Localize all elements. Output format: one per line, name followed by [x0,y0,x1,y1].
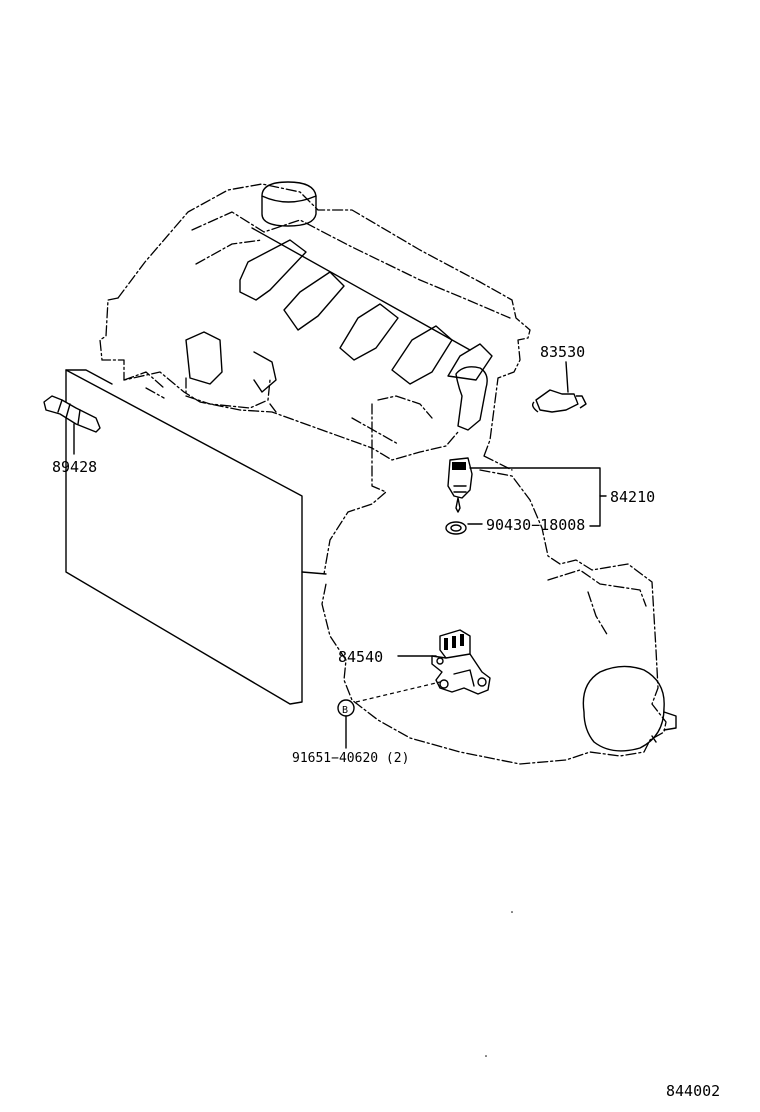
part-84210-sender [447,457,473,513]
gasket-90430 [445,521,467,535]
diagram-code: 844002 [666,1082,720,1100]
engine-outline [99,181,677,765]
label-83530: 83530 [540,343,585,361]
part-83530-sensor [531,361,587,413]
radiator-outline [65,369,327,705]
label-84540: 84540 [338,648,383,666]
label-90430-18008: 90430−18008 [486,516,585,534]
part-84540-switch [431,629,491,695]
label-91651-40620: 91651−40620 (2) [292,751,409,766]
label-b: B [342,705,348,716]
label-89428: 89428 [52,458,97,476]
bracket-84210 [469,467,601,527]
part-89428-sensor [43,395,101,455]
label-84210: 84210 [610,488,655,506]
